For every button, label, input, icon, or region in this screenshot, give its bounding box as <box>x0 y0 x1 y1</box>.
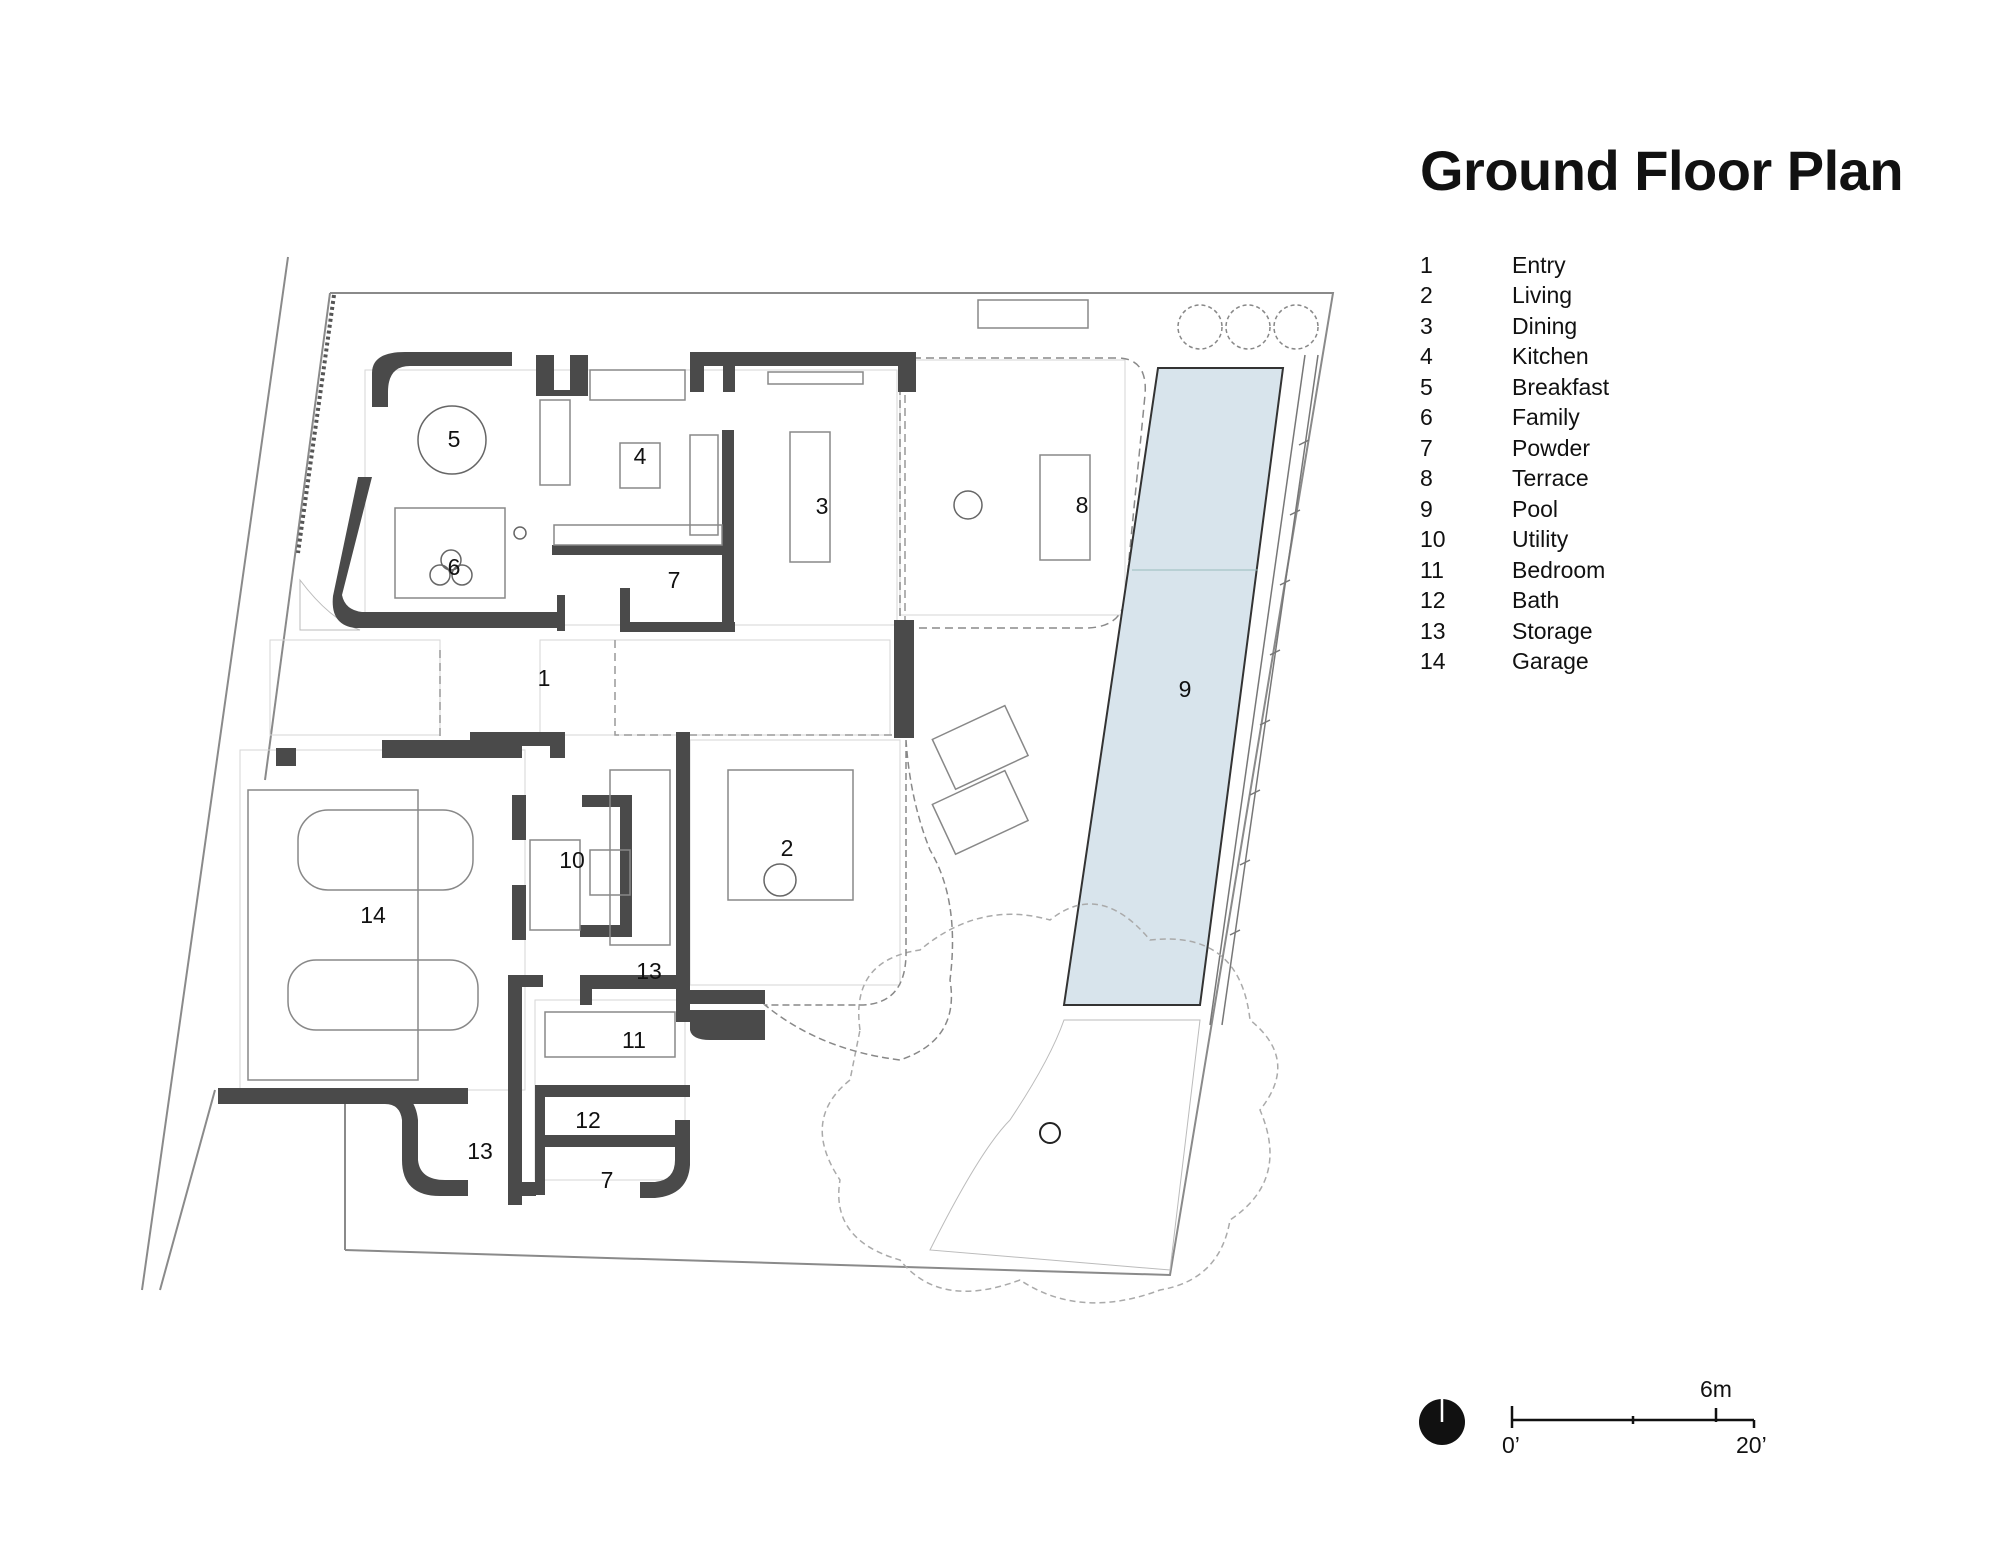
room-label-utility: 10 <box>559 847 585 873</box>
room-label-powder-a: 7 <box>668 567 681 593</box>
legend-item: 10 Utility <box>1420 525 1609 556</box>
scale-ruler <box>1510 1406 1756 1428</box>
room-labels: 1 2 3 4 5 6 7 8 9 10 13 14 11 12 13 7 <box>360 426 1191 1193</box>
room-label-family: 6 <box>448 554 461 580</box>
tree-trunk <box>1039 1122 1061 1144</box>
legend-item: 1 Entry <box>1420 250 1609 281</box>
legend-number: 7 <box>1420 434 1433 461</box>
room-label-garage: 14 <box>360 902 386 928</box>
legend-number: 6 <box>1420 404 1433 431</box>
room-label-kitchen: 4 <box>634 443 647 469</box>
legend-number: 5 <box>1420 373 1433 400</box>
room-label-powder-b: 7 <box>601 1167 614 1193</box>
legend-item: 5 Breakfast <box>1420 372 1609 403</box>
legend-number: 2 <box>1420 282 1433 309</box>
legend-room-name: Kitchen <box>1512 343 1589 370</box>
furniture <box>417 405 983 897</box>
legend-item: 11 Bedroom <box>1420 555 1609 586</box>
legend-item: 2 Living <box>1420 281 1609 312</box>
legend-number: 12 <box>1420 587 1446 614</box>
room-label-living: 2 <box>781 835 794 861</box>
legend-room-name: Garage <box>1512 648 1589 675</box>
shrubs <box>1177 304 1319 350</box>
room-label-entry: 1 <box>538 665 551 691</box>
pool <box>1062 367 1285 1006</box>
legend-room-name: Dining <box>1512 312 1578 339</box>
legend-item: 4 Kitchen <box>1420 342 1609 373</box>
living-bay <box>762 739 954 1061</box>
legend-room-name: Breakfast <box>1512 373 1610 400</box>
north-arrow-icon <box>1419 1399 1465 1445</box>
legend-number: 13 <box>1420 617 1446 644</box>
room-label-breakfast: 5 <box>448 426 461 452</box>
scale-start-label: 0’ <box>1502 1432 1520 1458</box>
legend-room-name: Storage <box>1512 617 1593 644</box>
cars <box>287 809 479 1031</box>
walls <box>218 352 916 1205</box>
interior-lines <box>247 299 1091 1081</box>
legend-item: 9 Pool <box>1420 494 1609 525</box>
legend-number: 14 <box>1420 648 1446 675</box>
fence-line <box>296 294 336 554</box>
legend-room-name: Utility <box>1512 526 1569 553</box>
legend-item: 12 Bath <box>1420 586 1609 617</box>
room-label-storage-b: 13 <box>467 1138 493 1164</box>
lawn <box>929 1019 1201 1271</box>
legend-number: 4 <box>1420 343 1433 370</box>
legend-room-name: Family <box>1512 404 1580 431</box>
legend-room-name: Bedroom <box>1512 556 1606 583</box>
legend-room-name: Living <box>1512 282 1573 309</box>
legend-item: 6 Family <box>1420 403 1609 434</box>
zone-lines <box>439 395 906 740</box>
legend-item: 14 Garage <box>1420 647 1609 678</box>
room-legend: 1 Entry 2 Living 3 Dining 4 Kitchen 5 Breakfa… <box>1420 250 1609 677</box>
scale-graphic <box>1419 1399 1756 1445</box>
legend-number: 11 <box>1420 556 1444 583</box>
terrace-outline <box>899 357 1147 629</box>
room-label-terrace: 8 <box>1076 492 1089 518</box>
room-label-dining: 3 <box>816 493 829 519</box>
legend-number: 10 <box>1420 526 1446 553</box>
legend-item: 7 Powder <box>1420 433 1609 464</box>
legend-room-name: Entry <box>1512 251 1566 278</box>
legend-item: 13 Storage <box>1420 616 1609 647</box>
pool-planting <box>1209 354 1319 1026</box>
scale-end-label: 20’ <box>1736 1432 1767 1458</box>
legend-room-name: Powder <box>1512 434 1590 461</box>
legend-number: 8 <box>1420 465 1433 492</box>
legend-item: 8 Terrace <box>1420 464 1609 495</box>
legend-number: 1 <box>1420 251 1433 278</box>
legend-item: 3 Dining <box>1420 311 1609 342</box>
scale-bar: 6m 0’ 20’ <box>1418 1370 1818 1470</box>
legend-room-name: Terrace <box>1512 465 1589 492</box>
legend-room-name: Pool <box>1512 495 1559 522</box>
legend-number: 9 <box>1420 495 1433 522</box>
room-label-bath: 12 <box>575 1107 601 1133</box>
legend-number: 3 <box>1420 312 1433 339</box>
legend-room-name: Bath <box>1512 587 1560 614</box>
room-label-bedroom: 11 <box>622 1027 646 1053</box>
page-title: Ground Floor Plan <box>1420 139 1904 202</box>
site-boundary <box>141 256 1335 1291</box>
room-label-storage-a: 13 <box>636 958 662 984</box>
scale-metric-label: 6m <box>1700 1376 1732 1402</box>
room-label-pool: 9 <box>1179 676 1192 702</box>
tree-canopy <box>821 903 1279 1304</box>
